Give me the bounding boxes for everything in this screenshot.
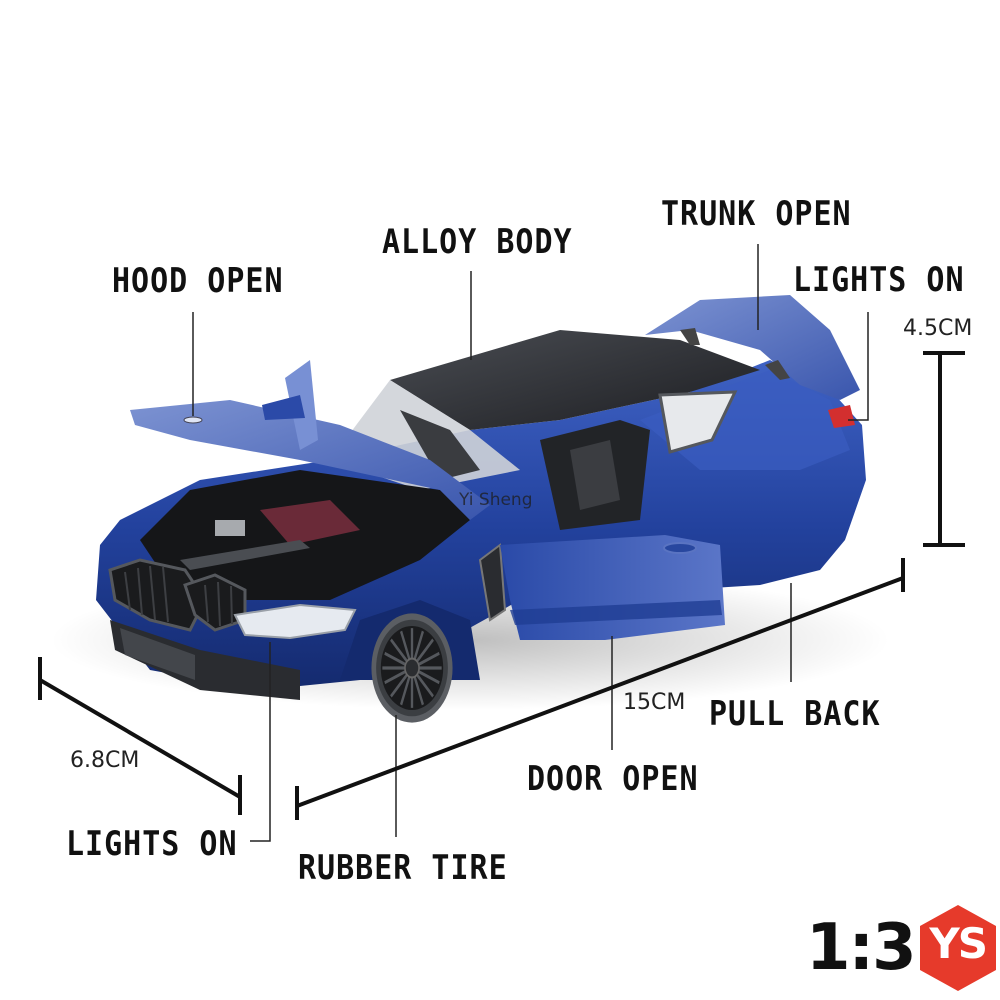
brand-badge: YS ®: [917, 903, 999, 993]
hexagon-icon: [919, 905, 996, 991]
watermark-text: Yi Sheng: [459, 490, 533, 510]
scale-ratio: 1:3: [806, 911, 917, 985]
scale-brand-logo: 1:3 YS ®: [806, 903, 999, 993]
label-hood-open: HOOD OPEN: [112, 261, 284, 301]
headlight: [233, 603, 357, 640]
label-trunk-open: TRUNK OPEN: [661, 194, 852, 234]
open-trunk: [645, 295, 860, 400]
label-rubber-tire: RUBBER TIRE: [298, 848, 508, 888]
label-alloy-body: ALLOY BODY: [382, 222, 573, 262]
width-label: 6.8CM: [70, 748, 140, 773]
front-wheel: [369, 611, 455, 725]
label-door-open: DOOR OPEN: [527, 759, 699, 799]
car-roof: [390, 330, 760, 430]
label-rear-lights-on: LIGHTS ON: [793, 260, 965, 300]
height-dimension: [923, 351, 965, 547]
label-front-lights-on: LIGHTS ON: [66, 824, 238, 864]
width-dimension: [38, 657, 242, 815]
label-pull-back: PULL BACK: [709, 694, 881, 734]
length-label: 15CM: [623, 690, 686, 715]
length-dimension: [295, 558, 905, 820]
brand-initials: YS: [929, 919, 988, 968]
open-hood: [130, 400, 490, 520]
height-label: 4.5CM: [903, 316, 973, 341]
tail-light: [828, 405, 855, 428]
